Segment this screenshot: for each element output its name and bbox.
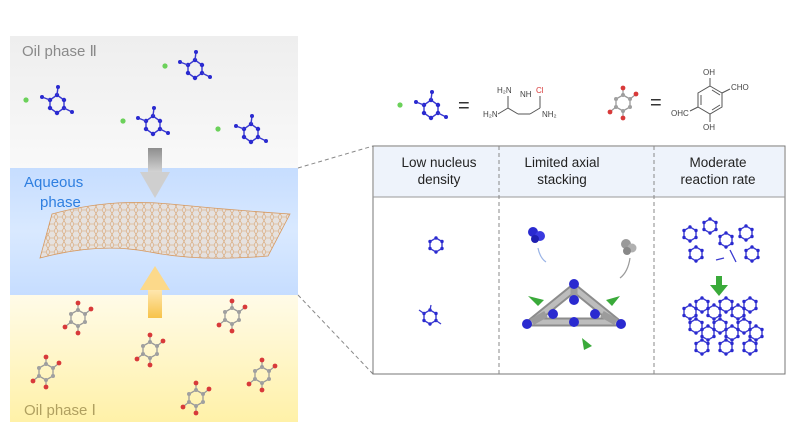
formula-label-h2n-top: H₂N: [497, 86, 512, 95]
column-header-line: density: [417, 172, 461, 187]
legend-equals-1: =: [458, 95, 470, 117]
cof-membrane-sheet: [39, 201, 291, 259]
aqueous-phase-label-2: phase: [40, 194, 81, 211]
green-down-arrow-icon: [710, 276, 728, 296]
formula-label-oh-bottom: OH: [703, 123, 715, 132]
dialdehyde-formula: [689, 78, 731, 122]
chloride-dot: [215, 126, 221, 132]
aqueous-phase-label: Aqueous: [24, 174, 84, 191]
chloride-dot: [120, 118, 126, 124]
gray-cluster-icon: [621, 239, 637, 255]
chloride-dot: [162, 63, 168, 69]
zoom-line-top: [297, 145, 374, 169]
arrow-down-icon: [140, 148, 170, 198]
zoom-line-bottom: [297, 294, 374, 375]
formula-label-ohc: OHC: [671, 109, 689, 118]
curved-arrow-icon: [619, 257, 631, 279]
blue-cluster-icon: [528, 227, 545, 243]
guanidine-formula: [497, 96, 541, 115]
column-header-low-nucleus: Low nucleus density: [374, 154, 504, 188]
column-header-line: reaction rate: [680, 172, 756, 187]
green-arrow-icon: [582, 338, 592, 350]
formula-label-h2n-left: H₂N: [483, 110, 498, 119]
column-header-line: Limited axial: [524, 155, 600, 170]
column-header-line: stacking: [537, 172, 587, 187]
curved-arrow-icon: [537, 247, 547, 263]
triazine-stack-icon: [522, 279, 626, 329]
legend-chloride-dot: [397, 102, 403, 108]
formula-label-cl: Cl: [536, 86, 544, 95]
formula-label-nh: NH: [520, 90, 532, 99]
column-header-line: Low nucleus: [401, 155, 477, 170]
arrow-up-icon: [140, 266, 170, 318]
partial-network-icon: [681, 216, 761, 264]
column-header-limited-axial: Limited axial stacking: [497, 154, 627, 188]
column-header-moderate-rate: Moderate reaction rate: [655, 154, 781, 188]
legend-equals-2: =: [650, 92, 662, 114]
chloride-dot: [23, 97, 29, 103]
green-arrow-icon: [528, 296, 544, 306]
formula-label-oh-top: OH: [703, 68, 715, 77]
table-header-row: [374, 147, 784, 197]
green-arrow-icon: [606, 296, 620, 306]
formula-label-cho: CHO: [731, 83, 749, 92]
oil-phase-top-label: Oil phase Ⅱ: [22, 43, 97, 60]
oil-phase-top-region: [10, 36, 298, 168]
oil-phase-bottom-label: Oil phase Ⅰ: [24, 402, 96, 419]
formula-label-nh2-right: NH₂: [542, 110, 557, 119]
column-header-line: Moderate: [689, 155, 747, 170]
